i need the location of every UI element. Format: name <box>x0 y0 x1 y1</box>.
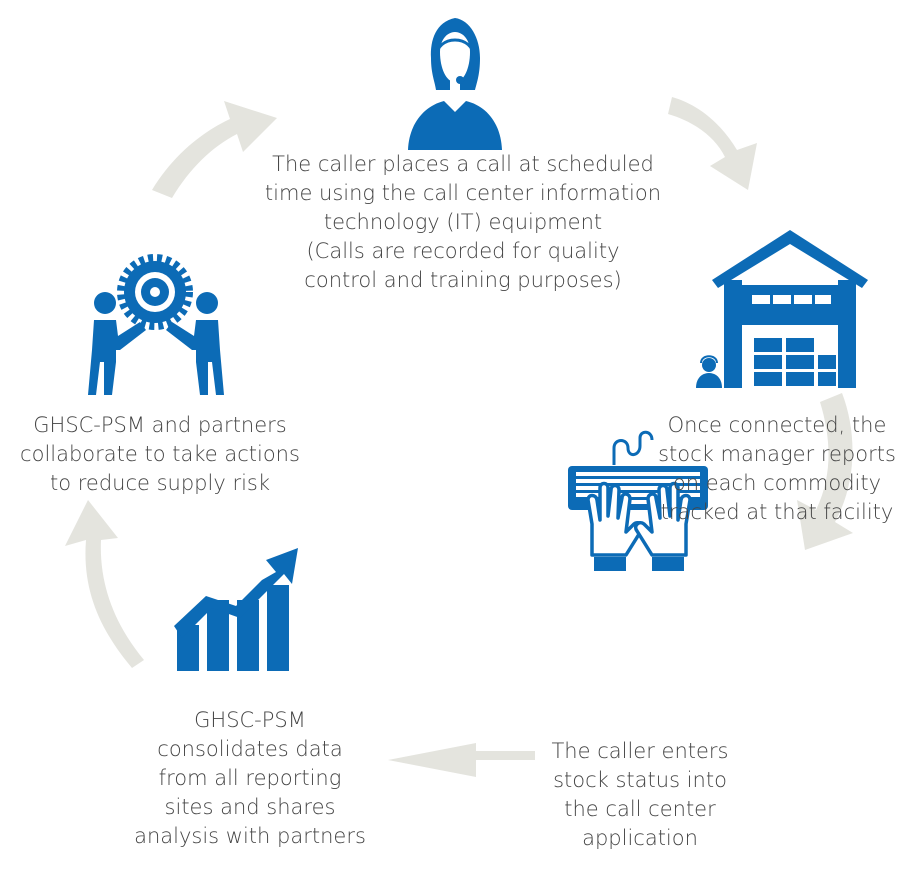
step-5-text: GHSC-PSM and partners collaborate to tak… <box>20 413 300 495</box>
step-4-text: GHSC-PSM consolidates data from all repo… <box>134 708 366 848</box>
step-3-text: The caller enters stock status into the … <box>551 739 729 850</box>
step-1-text: The caller places a call at scheduled ti… <box>264 152 662 292</box>
cycle-arrow-top-left <box>152 101 277 198</box>
cycle-arrow-right <box>797 393 853 550</box>
cycle-arrow-bottom <box>388 743 535 777</box>
cycle-arrow-top-right <box>668 97 757 190</box>
cycle-arrow-left <box>65 500 144 668</box>
step-2-text: Once connected, the stock manager report… <box>658 413 896 524</box>
